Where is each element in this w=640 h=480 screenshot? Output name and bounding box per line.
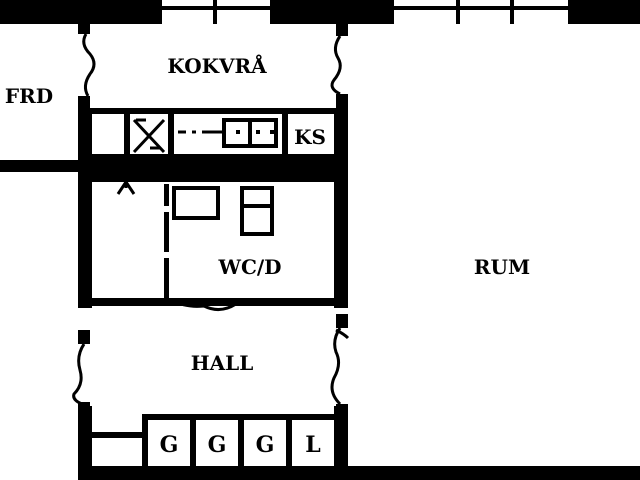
top-outer-wall — [0, 0, 640, 24]
washer-icon — [240, 186, 274, 236]
bathroom-partition — [164, 184, 169, 298]
sink-icon — [222, 118, 278, 148]
closet-row — [142, 414, 338, 470]
horizontal-walls — [0, 108, 348, 438]
break-lines — [72, 33, 350, 406]
room-label-ks: KS — [294, 125, 326, 149]
right-core-walls — [334, 20, 348, 480]
closet-label: L — [305, 432, 320, 458]
closet-label: G — [208, 432, 227, 458]
room-label-wc-d: WC/D — [217, 255, 281, 279]
closet-label: G — [160, 432, 179, 458]
room-label-rum: RUM — [474, 255, 530, 279]
counter-partitions — [124, 110, 288, 158]
counter-edge-dots — [236, 130, 274, 134]
washbasin-icon — [172, 186, 220, 220]
bottom-outer-wall — [78, 466, 640, 480]
top-window-frames — [162, 0, 568, 24]
stove-icon — [132, 118, 166, 154]
ventilation-mark-icon — [116, 180, 136, 195]
closet-label: G — [256, 432, 275, 458]
room-label-frd: FRD — [5, 84, 53, 108]
room-label-kokvra: KOKVRÅ — [167, 54, 267, 78]
bathroom-door-arc — [171, 298, 263, 311]
room-label-hall: HALL — [191, 351, 254, 375]
